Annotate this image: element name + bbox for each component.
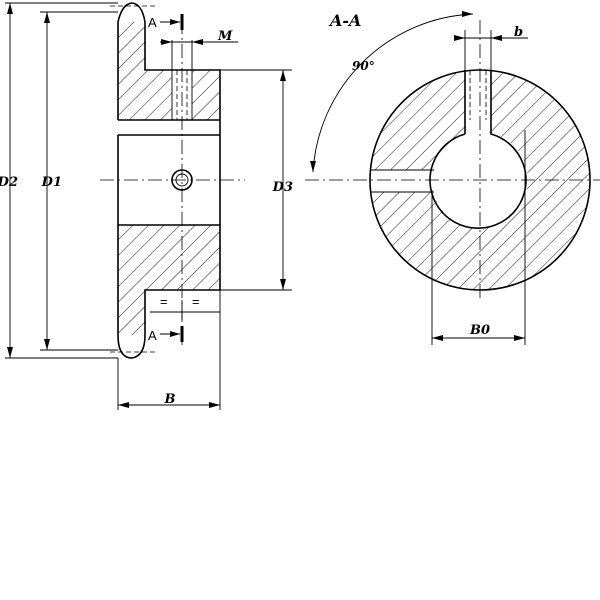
dim-b-label: B	[164, 392, 176, 407]
hatch-bottom-tooth	[118, 290, 145, 335]
angle-arc	[312, 13, 474, 173]
section-view: A-A 90° b B0	[305, 11, 600, 345]
dim-b0-label: B0	[469, 323, 490, 338]
tooth-tip-bottom	[117, 334, 146, 359]
dim-d2-label: D2	[0, 175, 18, 190]
tooth-tip-top	[117, 2, 146, 23]
hatch-top-tooth	[118, 22, 145, 70]
equal-mark-right: =	[192, 294, 200, 309]
side-view: D2 D1 D3 B M A A = =	[0, 2, 293, 410]
angle-label: 90°	[352, 59, 375, 73]
hatch-bottom-hub	[118, 225, 220, 290]
outline-top	[117, 22, 221, 136]
equal-mark-left: =	[160, 294, 168, 309]
dim-d1-label: D1	[41, 175, 62, 190]
section-marker-bottom: A	[148, 328, 157, 343]
dim-b-key-label: b	[514, 25, 523, 40]
dim-d3-label: D3	[272, 180, 293, 195]
section-title: A-A	[328, 11, 361, 30]
dim-m-label: M	[217, 29, 233, 44]
hatch-top-hub	[118, 70, 220, 120]
section-marker-top: A	[148, 15, 157, 30]
bore-keyway-outline	[429, 70, 527, 230]
